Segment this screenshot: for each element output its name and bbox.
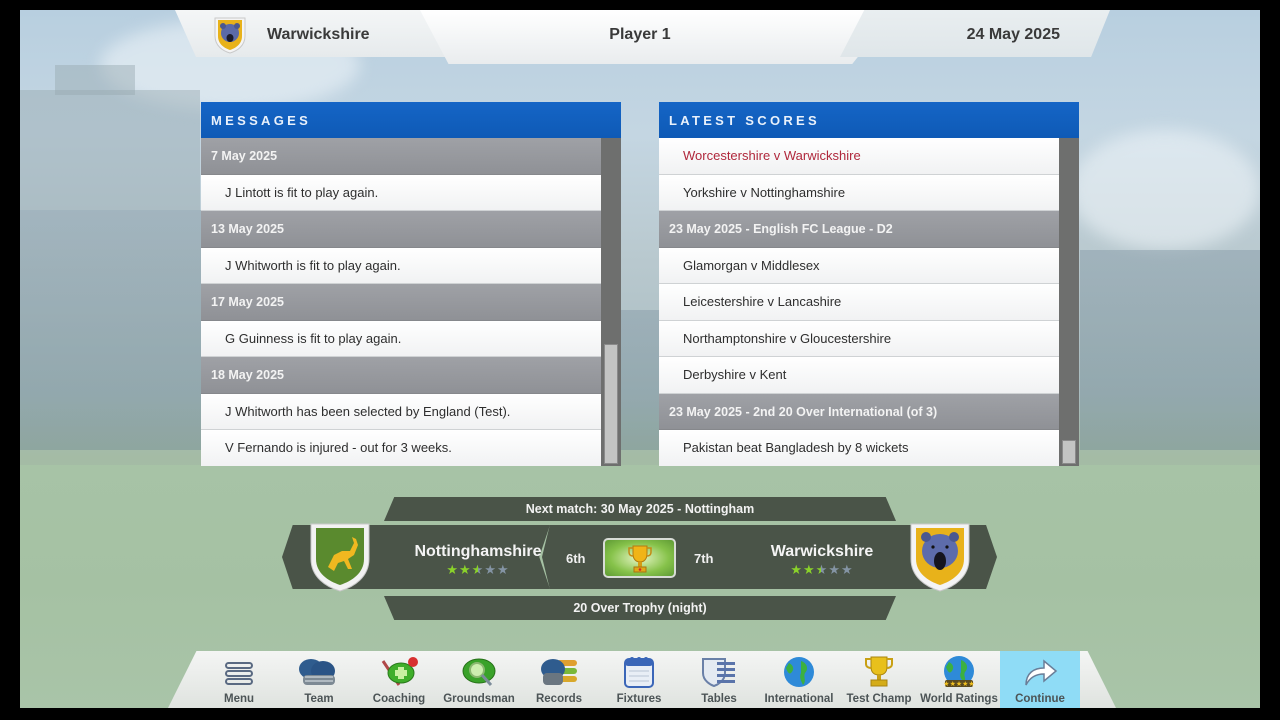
- menu-button[interactable]: Menu: [199, 651, 279, 708]
- star-empty-icon: ★★: [828, 562, 854, 577]
- message-date-header: 7 May 2025: [201, 138, 601, 175]
- score-item[interactable]: Yorkshire v Nottinghamshire: [659, 174, 1059, 211]
- tables-button[interactable]: Tables: [679, 651, 759, 708]
- warwickshire-bear-crest-icon: [910, 523, 970, 592]
- message-date-header: 13 May 2025: [201, 211, 601, 248]
- game-screen: Warwickshire Player 1 24 May 2025 MESSAG…: [20, 10, 1260, 708]
- world-ratings-button-label: World Ratings: [920, 693, 998, 705]
- header-team-name: Warwickshire: [267, 26, 370, 43]
- header-current-date: 24 May 2025: [966, 26, 1060, 43]
- test-champ-button[interactable]: Test Champ: [839, 651, 919, 708]
- header-player-plate: [420, 10, 895, 64]
- tables-button-label: Tables: [701, 693, 737, 705]
- background-building: [20, 90, 200, 210]
- score-date-header: 23 May 2025 - English FC League - D2: [659, 211, 1059, 248]
- score-item[interactable]: Pakistan beat Bangladesh by 8 wickets: [659, 430, 1059, 466]
- background-building: [55, 65, 135, 95]
- message-item[interactable]: G Guinness is fit to play again.: [201, 320, 601, 357]
- competition-trophy-badge: [603, 538, 676, 578]
- away-team-rating-stars: ★★★★★: [737, 562, 907, 578]
- star-empty-icon: ★★: [484, 562, 510, 577]
- continue-arrow-icon: [1025, 659, 1058, 686]
- score-item-own-team[interactable]: Worcestershire v Warwickshire: [659, 138, 1059, 175]
- star-icon: ★★: [790, 562, 816, 577]
- records-icon: [541, 659, 577, 685]
- away-team-position: 7th: [694, 551, 714, 566]
- half-star-icon: ★: [815, 562, 829, 577]
- test-champ-button-label: Test Champ: [846, 693, 912, 705]
- menu-icon: [225, 662, 253, 685]
- helmets-icon: [299, 659, 335, 685]
- scores-scrollbar-thumb[interactable]: [1062, 440, 1076, 464]
- records-button-label: Records: [535, 693, 583, 705]
- scores-scrollbar[interactable]: [1059, 138, 1079, 466]
- message-item[interactable]: J Whitworth has been selected by England…: [201, 393, 601, 430]
- messages-scrollbar-thumb[interactable]: [604, 344, 618, 464]
- next-match-banner: Next match: 30 May 2025 - Nottingham: [384, 497, 896, 521]
- groundsman-button-label: Groundsman: [443, 693, 515, 705]
- messages-panel-title: MESSAGES: [201, 102, 621, 138]
- continue-button-label: Continue: [1015, 693, 1065, 705]
- latest-scores-panel: LATEST SCORES Worcestershire v Warwicksh…: [659, 102, 1079, 466]
- records-button[interactable]: Records: [519, 651, 599, 708]
- messages-list[interactable]: 7 May 2025 J Lintott is fit to play agai…: [201, 138, 601, 466]
- home-team-rating-stars: ★★★★★: [393, 562, 563, 578]
- international-button-label: International: [764, 693, 834, 705]
- home-team-position: 6th: [566, 551, 586, 566]
- score-item[interactable]: Leicestershire v Lancashire: [659, 284, 1059, 321]
- nottinghamshire-stag-crest-icon: [310, 523, 370, 592]
- background-stand: [20, 210, 220, 450]
- globe-icon: [784, 657, 814, 687]
- coaching-button-label: Coaching: [372, 693, 426, 705]
- groundsman-button[interactable]: Groundsman: [439, 651, 519, 708]
- coaching-icon: [381, 657, 418, 686]
- team-button[interactable]: Team: [279, 651, 359, 708]
- warwickshire-bear-crest-icon: [214, 17, 246, 54]
- message-date-header: 17 May 2025: [201, 284, 601, 321]
- trophy-icon: [628, 545, 652, 573]
- coaching-button[interactable]: Coaching: [359, 651, 439, 708]
- fixtures-button[interactable]: Fixtures: [599, 651, 679, 708]
- competition-banner: 20 Over Trophy (night): [384, 596, 896, 620]
- svg-text:★★★★★: ★★★★★: [943, 680, 974, 688]
- home-team-name: Nottinghamshire: [414, 543, 542, 560]
- background-cloud: [1070, 130, 1260, 250]
- score-item[interactable]: Northamptonshire v Gloucestershire: [659, 320, 1059, 357]
- latest-scores-panel-title: LATEST SCORES: [659, 102, 1079, 138]
- message-item[interactable]: J Whitworth is fit to play again.: [201, 247, 601, 284]
- header-player-name: Player 1: [609, 26, 671, 43]
- score-item[interactable]: Glamorgan v Middlesex: [659, 247, 1059, 284]
- international-button[interactable]: International: [759, 651, 839, 708]
- messages-scrollbar[interactable]: [601, 138, 621, 466]
- scores-list[interactable]: Worcestershire v Warwickshire Yorkshire …: [659, 138, 1059, 466]
- message-date-header: 18 May 2025: [201, 357, 601, 394]
- fixtures-button-label: Fixtures: [616, 693, 662, 705]
- continue-button[interactable]: Continue: [1000, 651, 1080, 708]
- score-date-header: 23 May 2025 - 2nd 20 Over International …: [659, 393, 1059, 430]
- team-button-label: Team: [304, 693, 334, 705]
- trophy-icon: [865, 656, 893, 687]
- background-stand: [1080, 250, 1260, 450]
- world-ratings-button[interactable]: ★★★★★ World Ratings: [919, 651, 999, 708]
- groundsman-icon: [462, 658, 496, 687]
- globe-stars-icon: ★★★★★: [943, 656, 975, 688]
- header-date-plate: [840, 10, 1110, 57]
- half-star-icon: ★: [471, 562, 485, 577]
- score-item[interactable]: Derbyshire v Kent: [659, 357, 1059, 394]
- message-item[interactable]: V Fernando is injured - out for 3 weeks.: [201, 430, 601, 466]
- menu-button-label: Menu: [223, 693, 255, 705]
- message-item[interactable]: J Lintott is fit to play again.: [201, 174, 601, 211]
- messages-panel: MESSAGES 7 May 2025 J Lintott is fit to …: [201, 102, 621, 466]
- calendar-icon: [624, 657, 654, 688]
- star-icon: ★★: [446, 562, 472, 577]
- tables-icon: [702, 658, 735, 688]
- away-team-name: Warwickshire: [770, 543, 874, 560]
